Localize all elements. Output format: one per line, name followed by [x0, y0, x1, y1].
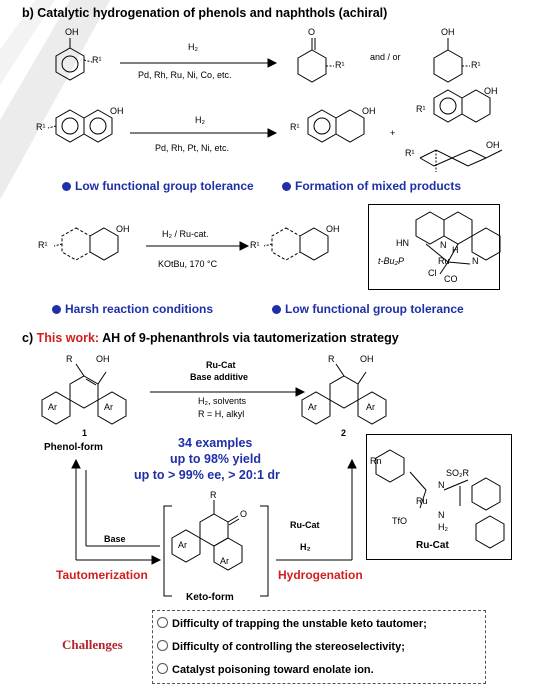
phenol-r: R [66, 354, 73, 364]
cat-p: t-Bu₂P [378, 256, 404, 266]
bullet-low-fg-tolerance: Low functional group tolerance [62, 179, 254, 193]
row2-substrate-oh: OH [110, 106, 124, 116]
bullet-mixed-products: Formation of mixed products [282, 179, 461, 193]
phenol-ar1: Ar [48, 402, 57, 412]
challenge-item-1: Difficulty of trapping the unstable keto… [157, 617, 427, 630]
row2-product2-oh: OH [484, 86, 498, 96]
rucat-rn: Rn [370, 456, 382, 466]
product-r: R [328, 354, 335, 364]
hydrogenation-label: Hydrogenation [278, 568, 363, 582]
row1-substrate-oh: OH [65, 27, 79, 37]
row2-substrate-r: R¹ [36, 122, 46, 132]
tautomerization-label: Tautomerization [56, 568, 148, 582]
row2-product3-r: R¹ [405, 148, 415, 158]
row2-product-r: R¹ [290, 122, 300, 132]
rucat-n: N [438, 480, 445, 490]
row1-reagent-top: H₂ [188, 42, 198, 52]
challenge-item-3: Catalyst poisoning toward enolate ion. [157, 663, 374, 676]
rucat-so2r: SO₂R [446, 468, 469, 478]
row3-substrate-r: R¹ [38, 240, 48, 250]
circle-bullet-icon [157, 663, 168, 674]
row1-substrate-r: R¹ [92, 55, 102, 65]
row1-ketone-o: O [308, 27, 316, 37]
row3-reagent-top: H₂ / Ru-cat. [162, 229, 209, 239]
rucat-label: Ru-Cat [416, 540, 449, 551]
keto-ar2: Ar [220, 556, 229, 566]
keto-form-label: Keto-form [186, 592, 234, 603]
bullet-dot-icon [282, 182, 291, 191]
results-ee-dr: up to > 99% ee, > 20:1 dr [134, 468, 280, 482]
row2-reagent-bottom: Pd, Rh, Pt, Ni, etc. [155, 143, 230, 153]
bullet-dot-icon [272, 305, 281, 314]
keto-r: R [210, 490, 217, 500]
product-number: 2 [341, 428, 347, 438]
circle-bullet-icon [157, 617, 168, 628]
bullet-low-fg-tolerance-2: Low functional group tolerance [272, 302, 464, 316]
section-b-title: b) Catalytic hydrogenation of phenols an… [22, 6, 388, 20]
cat-hn: HN [396, 238, 409, 248]
bullet-harsh-conditions: Harsh reaction conditions [52, 302, 213, 316]
keto-ar1: Ar [178, 540, 187, 550]
row2-reagent-top: H₂ [195, 115, 205, 125]
row2-product3-oh: OH [486, 140, 500, 150]
rucat-arrow-label: Ru-Cat [290, 520, 320, 530]
cat-h: H [452, 245, 459, 255]
row1-ketone-r: R¹ [335, 60, 345, 70]
results-examples: 34 examples [178, 436, 253, 450]
rucat-ru: Ru [416, 496, 428, 506]
row3-product-r: R¹ [250, 240, 260, 250]
row2-product-oh: OH [362, 106, 376, 116]
phenol-number: 1 [82, 428, 88, 438]
rucat-nh: N [438, 510, 445, 520]
bullet-dot-icon [52, 305, 61, 314]
challenges-box: Difficulty of trapping the unstable keto… [152, 610, 486, 684]
keto-o: O [240, 509, 248, 519]
phenol-ar2: Ar [104, 402, 113, 412]
cat-co: CO [444, 274, 458, 284]
row3-substrate-oh: OH [116, 224, 130, 234]
product-ar2: Ar [366, 402, 375, 412]
row1-connector: and / or [370, 52, 401, 62]
ru-cat-structure-box [366, 434, 512, 560]
bullet-dot-icon [62, 182, 71, 191]
cat-ru: Ru [438, 256, 450, 266]
base-label: Base [104, 534, 126, 544]
h2-arrow-label: H₂ [300, 542, 311, 552]
row2-product2-r: R¹ [416, 104, 426, 114]
challenge-item-2: Difficulty of controlling the stereosele… [157, 640, 405, 653]
product-ar1: Ar [308, 402, 317, 412]
cat-n: N [440, 240, 447, 250]
ru-pincer-catalyst-box [368, 204, 500, 290]
cat-n2: N [472, 256, 479, 266]
phenol-form-label: Phenol-form [44, 442, 103, 453]
phenol-oh: OH [96, 354, 110, 364]
challenges-label: Challenges [62, 637, 123, 652]
results-yield: up to 98% yield [170, 452, 261, 466]
row1-alcohol-r: R¹ [471, 60, 481, 70]
arrow-top-line1: Ru-Cat [206, 360, 236, 370]
product-oh: OH [360, 354, 374, 364]
section-c-title: c) This work: AH of 9-phenanthrols via t… [22, 331, 399, 345]
circle-bullet-icon [157, 640, 168, 651]
rucat-h2: H₂ [438, 522, 448, 532]
row1-reagent-bottom: Pd, Rh, Ru, Ni, Co, etc. [138, 70, 232, 80]
row2-plus: + [390, 128, 396, 138]
row1-alcohol-oh: OH [441, 27, 455, 37]
row3-reagent-bottom: KOtBu, 170 °C [158, 259, 218, 269]
cat-cl: Cl [428, 268, 437, 278]
arrow-bottom-line2: R = H, alkyl [198, 409, 245, 419]
row3-product-oh: OH [326, 224, 340, 234]
arrow-bottom-line1: H₂, solvents [198, 396, 247, 406]
rucat-tfo: TfO [392, 516, 407, 526]
arrow-top-line2: Base additive [190, 372, 249, 382]
